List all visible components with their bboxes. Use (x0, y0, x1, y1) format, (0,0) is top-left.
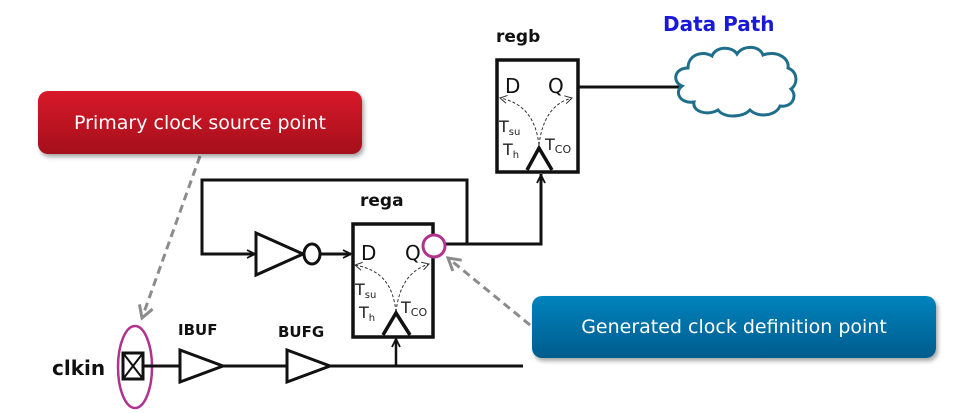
regb-label: regb (496, 27, 540, 47)
rega-tco-label: TCO (400, 298, 427, 319)
regb-timing-arcs (499, 94, 573, 146)
data-path-label: Data Path (663, 12, 775, 36)
rega-q-pin: Q (405, 241, 421, 265)
generated-clock-highlight (421, 233, 447, 259)
clkin-port-icon (121, 351, 145, 381)
rega-d-pin: D (361, 241, 376, 265)
regb-q-pin: Q (548, 74, 564, 98)
clkin-label: clkin (52, 356, 105, 380)
generated-clock-net (445, 174, 541, 246)
inverter (254, 230, 322, 278)
feedback-loop-net (200, 178, 469, 254)
data-path-cloud (674, 45, 798, 118)
regb-tsu-label: Tsu (498, 117, 520, 138)
rega-timing-arcs (354, 261, 430, 313)
rega-label: rega (360, 191, 404, 211)
ibuf-buffer (178, 347, 228, 385)
primary-leader-line (142, 155, 202, 318)
bufg-buffer (285, 347, 335, 385)
generated-leader-line (448, 258, 531, 327)
regb-register-box (495, 58, 580, 174)
primary-clock-callout: Primary clock source point (38, 91, 362, 154)
rega-th-label: Th (358, 303, 375, 324)
ibuf-label: IBUF (178, 321, 217, 339)
regb-clock-triangle (525, 144, 554, 171)
rega-clock-triangle (381, 309, 412, 336)
regb-tco-label: TCO (544, 135, 571, 156)
rega-tsu-label: Tsu (354, 280, 376, 301)
generated-clock-callout: Generated clock definition point (532, 296, 936, 358)
regb-th-label: Th (502, 140, 519, 161)
regb-d-pin: D (505, 74, 520, 98)
bufg-label: BUFG (278, 323, 324, 341)
